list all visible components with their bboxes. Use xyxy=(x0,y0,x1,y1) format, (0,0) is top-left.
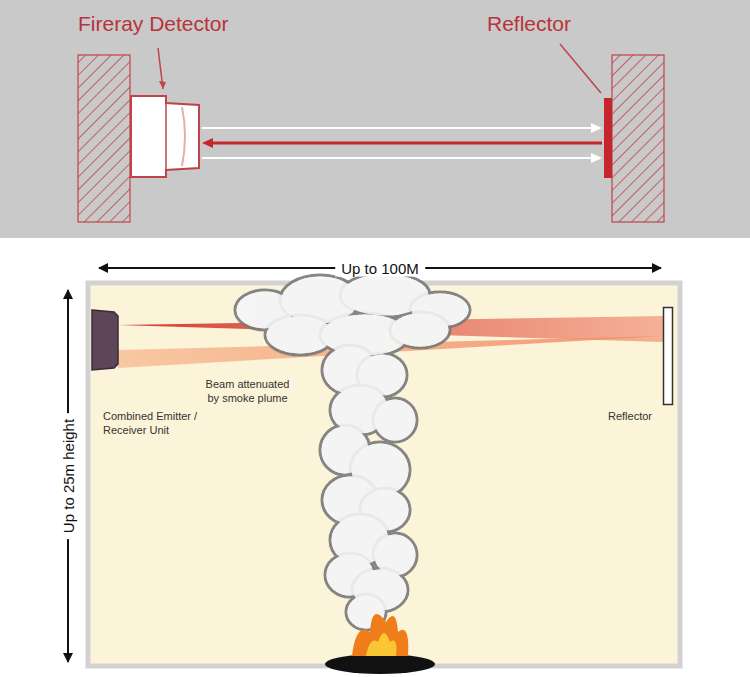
arrow-head xyxy=(591,153,602,163)
reflector-panel: Reflector xyxy=(663,307,673,405)
flame xyxy=(352,614,408,656)
smoke-puff xyxy=(375,535,416,576)
beam-arrow xyxy=(202,123,602,133)
reflector-plate: Reflector xyxy=(604,98,612,178)
fireray-detector: Fireray Detector xyxy=(130,95,200,178)
smoke-puff xyxy=(392,314,449,347)
reflector-plate-shape xyxy=(604,98,612,178)
left-wall xyxy=(78,55,130,222)
smoke-puff xyxy=(375,400,416,441)
beam-note: Beam attenuated by smoke plume xyxy=(200,378,295,406)
node-label: Reflector xyxy=(608,410,652,424)
height-dimension-label: Up to 25m height xyxy=(60,413,77,539)
emitter-receiver-unit: Combined Emitter / Receiver Unit xyxy=(92,310,118,370)
emitter-receiver-unit-shape xyxy=(92,310,118,370)
node-label: Fireray Detector xyxy=(78,12,229,36)
node-label: Reflector xyxy=(487,12,571,36)
beam-arrow xyxy=(202,138,602,148)
top-panel xyxy=(0,0,750,238)
fireray-detector-shape xyxy=(130,95,200,178)
node-label: Combined Emitter / Receiver Unit xyxy=(103,410,213,438)
room-panel xyxy=(88,283,680,666)
right-wall xyxy=(612,55,664,222)
beam-line xyxy=(202,157,593,159)
beam-line xyxy=(211,142,602,145)
arrow-head xyxy=(202,138,213,148)
beam-arrow xyxy=(202,153,602,163)
leader-line xyxy=(560,44,601,93)
flame-core xyxy=(366,633,396,656)
reflector-panel-shape xyxy=(663,307,673,405)
beam-line xyxy=(202,127,593,129)
leader-head xyxy=(159,81,166,89)
fuel-pool xyxy=(325,654,435,674)
arrow-head xyxy=(591,123,602,133)
width-dimension-label: Up to 100M xyxy=(335,260,425,277)
